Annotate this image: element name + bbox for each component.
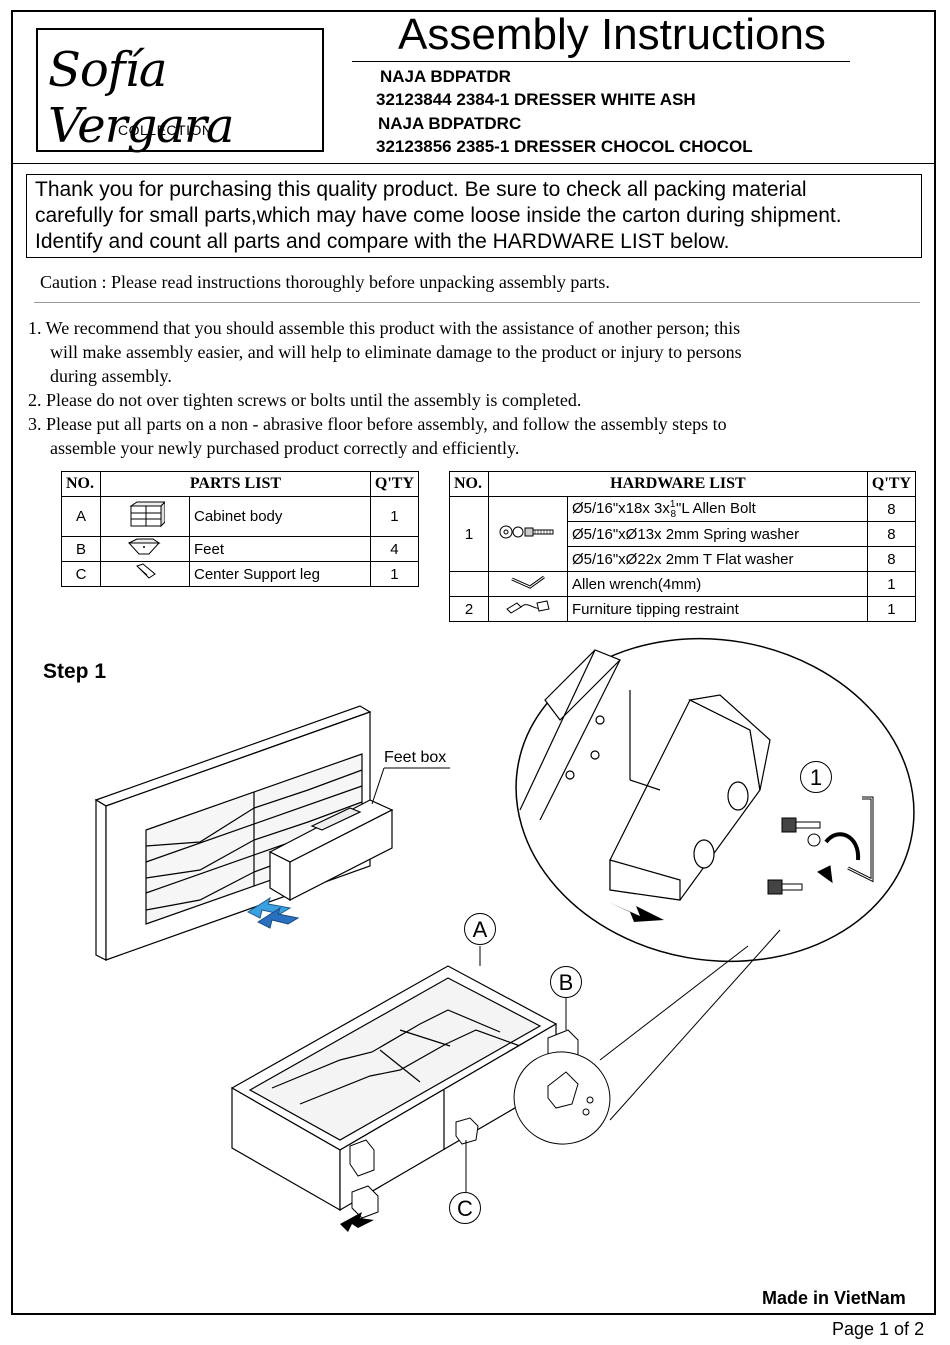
product-line: 32123844 2384-1 DRESSER WHITE ASH — [376, 90, 696, 109]
hardware-table: NO. HARDWARE LIST Q'TY 1 Ø5/16"x18x 3x18… — [449, 471, 917, 622]
brand-logo: Sofía Vergara COLLECTION — [36, 28, 324, 154]
brand-logo-sub: COLLECTION — [118, 122, 213, 138]
page-frame — [11, 10, 936, 1315]
hardware-header-qty: Q'TY — [866, 471, 917, 497]
table-row: Ø5/16"xØ22x 2mm T Flat washer 8 — [450, 546, 917, 572]
table-row: C Center Support leg 1 — [61, 561, 420, 587]
foot-detail-drawing — [519, 649, 771, 901]
header-rule — [11, 163, 936, 164]
brand-logo-script: Sofía Vergara — [48, 42, 235, 154]
page-number: Page 1 of 2 — [832, 1319, 925, 1339]
part-name: Cabinet body — [189, 496, 371, 537]
thank-you-line: Identify and count all parts and compare… — [35, 230, 730, 253]
hardware-qty: 8 — [866, 496, 917, 522]
instruction-line: 1. We recommend that you should assemble… — [28, 318, 741, 338]
instruction-line: 2. Please do not over tighten screws or … — [28, 390, 582, 410]
feet-box-label: Feet box — [384, 749, 447, 766]
part-name: Center Support leg — [189, 561, 371, 587]
table-row: 1 Ø5/16"x18x 3x18"L Allen Bolt 8 — [449, 496, 917, 572]
push-arrow-icon — [608, 902, 664, 922]
hardware-name: Furniture tipping restraint — [567, 596, 868, 622]
dresser-upright-drawing — [94, 705, 394, 961]
pull-arrows-icon — [246, 896, 300, 929]
hardware-qty: 8 — [866, 521, 917, 547]
caution-rule — [34, 302, 920, 303]
hardware-header-no: NO. — [449, 471, 489, 497]
instruction-line: will make assembly easier, and will help… — [50, 342, 742, 362]
product-line: NAJA BDPATDR — [380, 67, 511, 86]
instruction-line: 3. Please put all parts on a non - abras… — [28, 414, 727, 434]
instruction-line: assemble your newly purchased product co… — [50, 438, 520, 458]
callout-a: A — [464, 913, 496, 945]
hardware-qty: 1 — [866, 596, 917, 622]
made-in-label: Made in VietNam — [762, 1288, 906, 1308]
dresser-flat-drawing — [230, 965, 558, 1212]
title-rule — [352, 61, 850, 62]
small-push-arrow-icon — [340, 1212, 374, 1232]
hardware-name: Ø5/16"x18x 3x18"L Allen Bolt — [567, 496, 868, 522]
support-leg-icon — [100, 561, 190, 587]
product-line: NAJA BDPATDRC — [378, 114, 522, 133]
parts-header-no: NO. — [61, 471, 101, 497]
hardware-no: 1 — [449, 496, 489, 572]
callout-1: 1 — [800, 761, 832, 793]
part-no: C — [61, 561, 101, 587]
product-line: 32123856 2385-1 DRESSER CHOCOL CHOCOL — [376, 137, 753, 156]
hardware-name: Ø5/16"xØ22x 2mm T Flat washer — [567, 546, 868, 572]
callout-b: B — [550, 966, 582, 998]
hardware-no: 2 — [449, 596, 489, 622]
cabinet-icon — [100, 496, 190, 537]
parts-table: NO. PARTS LIST Q'TY A Cabinet body 1 B F… — [61, 471, 420, 587]
instruction-line: during assembly. — [50, 366, 172, 386]
hardware-qty: 1 — [866, 571, 917, 597]
feet-installed-icon — [349, 1029, 579, 1219]
small-foot-detail-icon — [547, 1071, 594, 1116]
table-row: A Cabinet body 1 — [61, 496, 420, 537]
thank-you-box: Thank you for purchasing this quality pr… — [26, 174, 922, 258]
instructions-list: 1. We recommend that you should assemble… — [28, 316, 918, 460]
bolt-set-icon — [488, 496, 568, 572]
bolt-detail-icon — [767, 796, 874, 895]
page-title: Assembly Instructions — [398, 10, 826, 59]
tipping-restraint-icon — [488, 596, 568, 622]
thank-you-line: carefully for small parts,which may have… — [35, 204, 842, 227]
table-row: B Feet 4 — [61, 536, 420, 562]
feet-box-leader — [371, 767, 385, 805]
parts-header-qty: Q'TY — [369, 471, 420, 497]
caution-text: Caution : Please read instructions thoro… — [40, 272, 610, 292]
callout-c: C — [449, 1192, 481, 1224]
table-row: Ø5/16"xØ13x 2mm Spring washer 8 — [450, 521, 917, 547]
part-name: Feet — [189, 536, 371, 562]
hardware-header-list: HARDWARE LIST — [488, 471, 868, 497]
part-qty: 1 — [369, 561, 420, 587]
step-heading: Step 1 — [43, 660, 107, 683]
part-no: A — [61, 496, 101, 537]
thank-you-line: Thank you for purchasing this quality pr… — [35, 178, 807, 201]
table-row: 2 Furniture tipping restraint 1 — [449, 596, 917, 622]
